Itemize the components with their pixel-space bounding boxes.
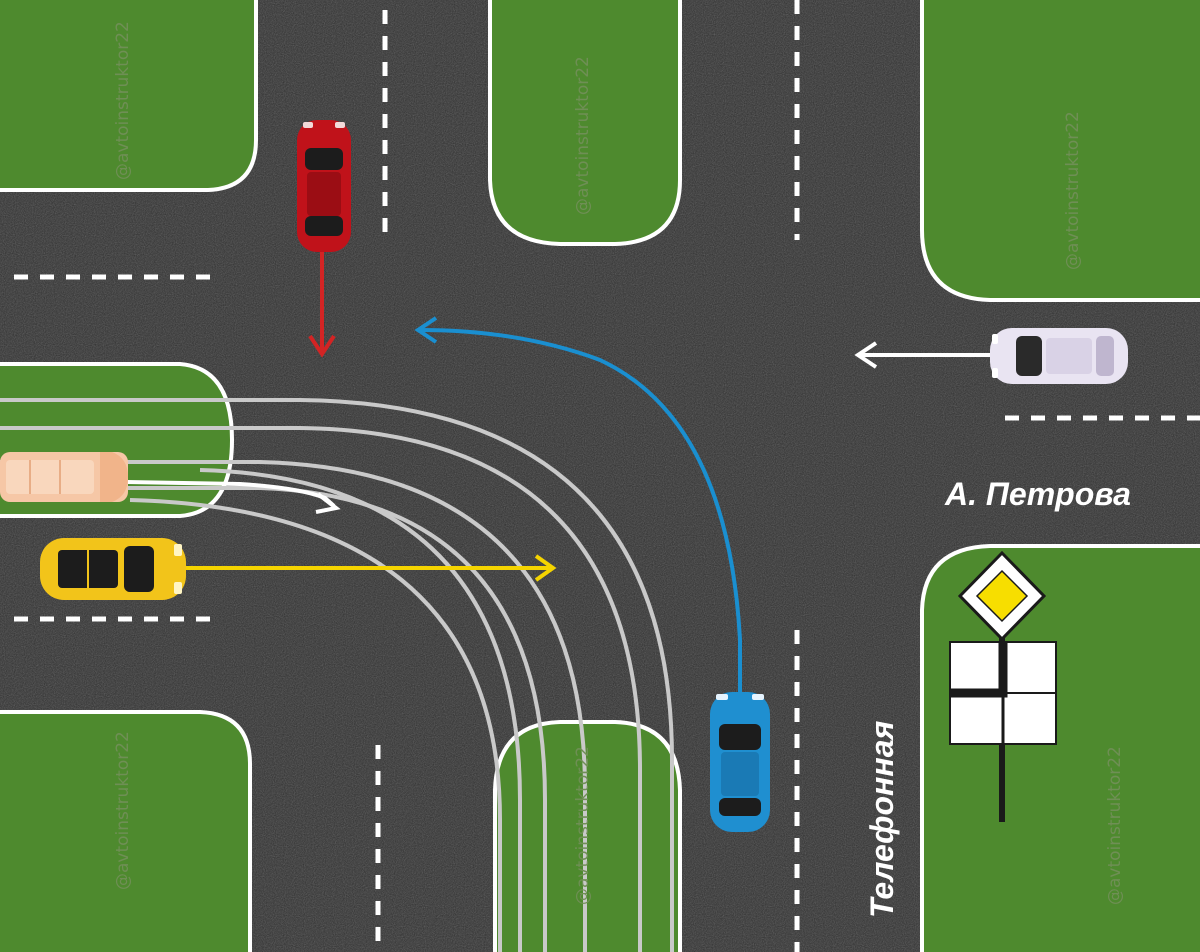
white-car (990, 328, 1128, 384)
grass-top-left (0, 0, 258, 192)
watermark-2: @avtoinstruktor22 (573, 56, 593, 215)
grass-top-middle (488, 0, 682, 246)
grass-bottom-right (920, 544, 1200, 952)
watermark-4: @avtoinstruktor22 (113, 731, 133, 890)
yellow-car-arrowhead (534, 554, 557, 582)
road-signs (949, 550, 1057, 822)
grass-bottom-middle (493, 720, 682, 952)
watermark-3: @avtoinstruktor22 (1063, 111, 1083, 270)
watermarks: @avtoinstruktor22 @avtoinstruktor22 @avt… (113, 21, 1125, 905)
watermark-5: @avtoinstruktor22 (573, 746, 593, 905)
tram (0, 452, 128, 502)
white-car-arrowhead (854, 341, 878, 369)
vehicles (0, 120, 1128, 832)
main-road-direction-plate (949, 641, 1057, 745)
tram-rail-5 (199, 468, 522, 952)
tram-rail-1 (0, 398, 674, 952)
tram-rail-2 (0, 426, 642, 952)
lane-markings (14, 0, 1200, 952)
blue-car (710, 692, 770, 832)
grass-top-right (920, 0, 1200, 302)
red-car-arrowhead (308, 334, 336, 358)
trajectories (124, 252, 995, 692)
watermark-6: @avtoinstruktor22 (1105, 746, 1125, 905)
red-car (297, 120, 351, 252)
tram-rail-3 (0, 460, 587, 952)
street-label-vertical: Телефонная (864, 721, 900, 919)
tram-arrowhead (315, 492, 341, 514)
blue-car-arrowhead (414, 316, 438, 344)
street-label-horizontal: А. Петрова (944, 476, 1131, 512)
priority-road-sign (957, 550, 1047, 642)
tram-rail-6 (129, 498, 502, 952)
yellow-car (40, 538, 186, 600)
watermark-1: @avtoinstruktor22 (113, 21, 133, 180)
blue-car-arrow (419, 328, 742, 692)
grass-bottom-left (0, 710, 252, 952)
